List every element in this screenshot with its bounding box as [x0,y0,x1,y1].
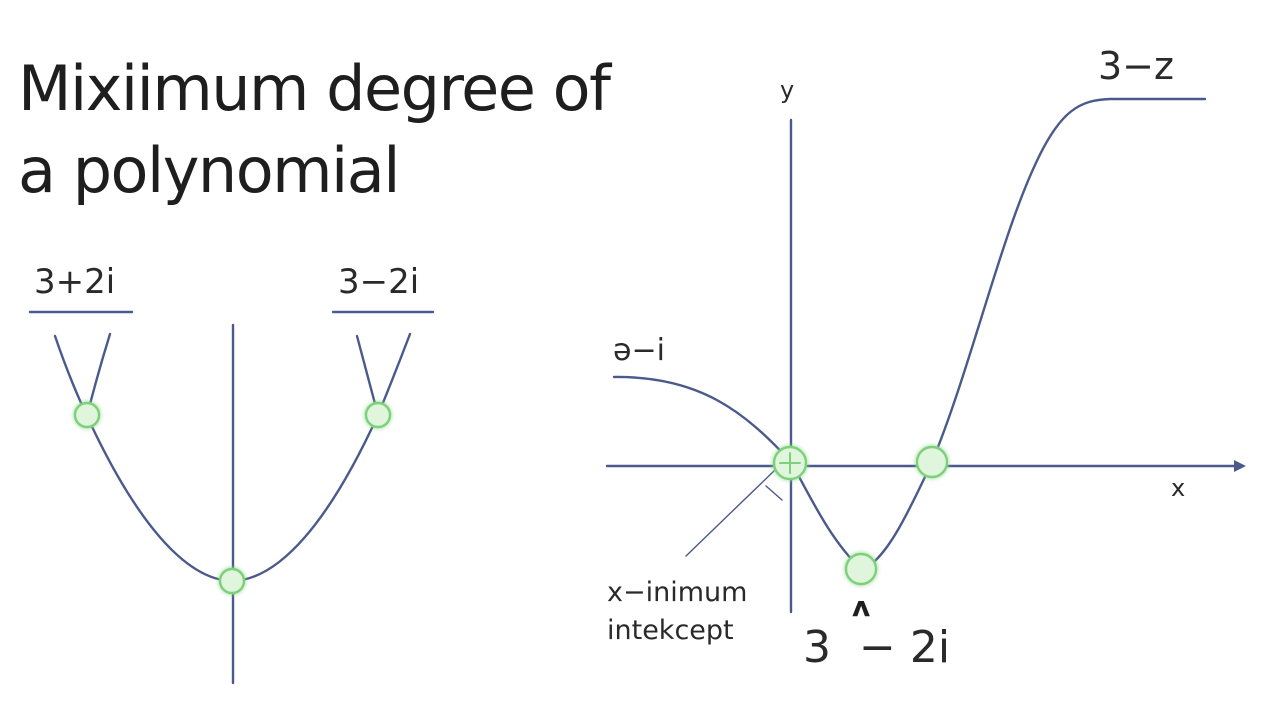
left-curve-label: ə−i [613,333,665,368]
bottom-root-label: 3 − 2i [803,622,951,673]
annotation-line-1: x−inimum [607,577,748,608]
right-branch-node [364,401,392,429]
right-graph: ʌ [605,97,1246,623]
vertex-node [218,567,246,595]
minimum-marker [844,552,878,586]
polynomial-curve [612,97,1207,572]
left-branch-node [73,401,101,429]
left-diagram [28,310,435,685]
x-axis-label: x [1171,474,1186,502]
left-root-label: 3+2i [34,262,116,302]
origin-marker-cross [779,452,801,474]
annotation-line-2: intekcept [607,615,734,646]
title-line-2: a polynomial [18,134,400,207]
top-right-curve-label: 3−z [1098,44,1174,88]
second-intercept-marker [915,445,949,479]
minimum-arrow-icon: ʌ [852,590,870,623]
page-title: Mixiimum degree of a polynomial [18,48,611,212]
intercept-annotation: x−inimum intekcept [607,574,747,650]
x-axis-arrowhead [1234,460,1246,472]
right-root-label: 3−2i [338,262,420,302]
y-axis-label: y [780,76,795,104]
annotation-leader-tick [765,485,783,501]
title-line-1: Mixiimum degree of [18,52,611,125]
annotation-leader-line [685,469,776,557]
